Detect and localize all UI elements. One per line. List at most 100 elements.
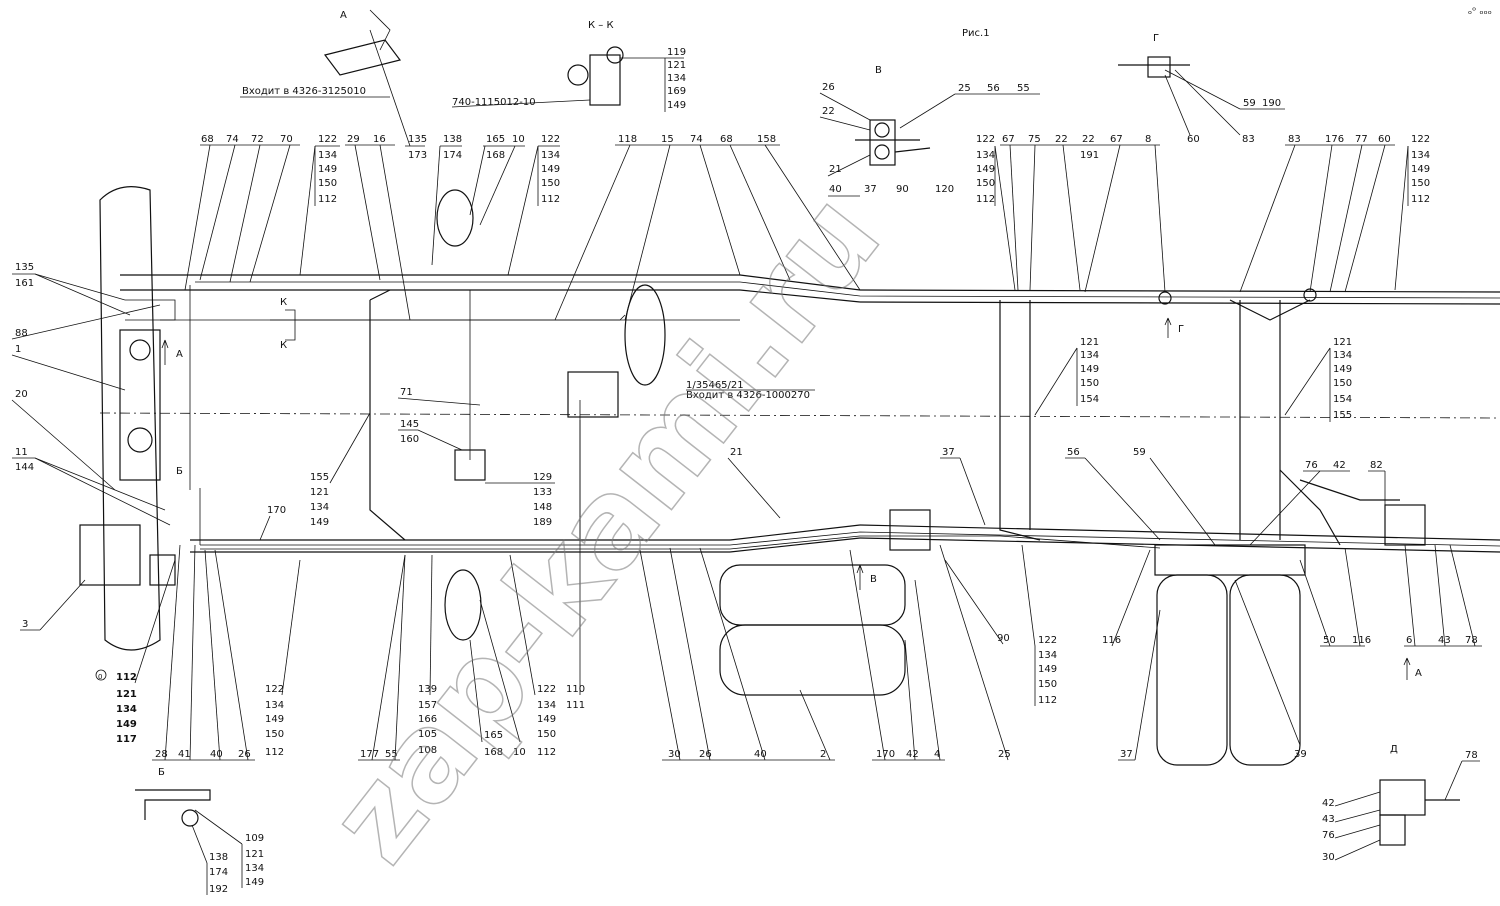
callout: 40 [754, 749, 767, 760]
callout: 134 [1080, 350, 1099, 361]
callout: 117 [116, 734, 137, 745]
stack-kk: 119 121 134 169 149 [620, 47, 686, 112]
callout: 121 [1080, 337, 1099, 348]
callout: 121 [1333, 337, 1352, 348]
view-g-inset: Г [1118, 33, 1190, 78]
callout: 149 [667, 100, 686, 111]
callout: 40 [829, 184, 842, 195]
brake-lines [189, 281, 1500, 550]
stack-122-a: 122 134 149 150 112 [299, 134, 340, 276]
callout: 26 [699, 749, 712, 760]
callout: 83 [1242, 134, 1255, 145]
callout: 22 [1082, 134, 1095, 145]
callout: 41 [178, 749, 191, 760]
callout: 105 [418, 729, 437, 740]
arrow-b-marker: Б [176, 466, 183, 477]
callout: 134 [1038, 650, 1057, 661]
callout: 10 [512, 134, 525, 145]
callout: 15 [661, 134, 674, 145]
callout: 160 [400, 434, 419, 445]
callout: 0 [98, 673, 102, 681]
callout: 74 [690, 134, 703, 145]
callout: 150 [265, 729, 284, 740]
callout: 134 [1333, 350, 1352, 361]
callout: 11 [15, 447, 28, 458]
note-part-kk: 740-1115012-10 [452, 97, 536, 108]
view-a-label: А [340, 10, 347, 21]
callout: 176 [1325, 134, 1344, 145]
callout: 112 [116, 672, 137, 683]
note-enters-b: Входит в 4326-1000270 [686, 390, 810, 401]
callout: 28 [155, 749, 168, 760]
callout: 122 [318, 134, 337, 145]
corner-mark: ₒᵒ ₒₒₒ [1468, 6, 1492, 17]
callout: 70 [280, 134, 293, 145]
callout: 120 [935, 184, 954, 195]
callout: 21 [829, 164, 842, 175]
callout: 26 [238, 749, 251, 760]
callout: 37 [1120, 749, 1133, 760]
callout: 40 [210, 749, 223, 760]
stack-121-b: 121 134 149 150 154 155 [1284, 337, 1352, 422]
callout: 68 [720, 134, 733, 145]
stack-O: 0 112 121 134 149 117 [95, 559, 176, 745]
stack-122-b: 122 134 149 150 112 [507, 134, 560, 276]
callout: 67 [1110, 134, 1123, 145]
callout: 158 [757, 134, 776, 145]
note-enters-a: Входит в 4326-3125010 [242, 86, 366, 97]
arrow-g-marker: Г [1178, 324, 1184, 335]
callout: 122 [976, 134, 995, 145]
stack-165: 165 168 10 [469, 134, 525, 226]
callout: 149 [1080, 364, 1099, 375]
callout: 149 [976, 164, 995, 175]
callout: 134 [667, 73, 686, 84]
callout: 134 [537, 700, 556, 711]
callout: 75 [1028, 134, 1041, 145]
callout: 78 [1465, 750, 1478, 761]
callout: 109 [245, 833, 264, 844]
mid-callouts: 71 145 160 155 121 134 149 129 133 148 1… [259, 387, 1386, 546]
figure-title: Рис.1 [962, 28, 990, 39]
callout: 83 [1288, 134, 1301, 145]
callout: 134 [318, 150, 337, 161]
callout: 111 [566, 700, 585, 711]
callout: 112 [1038, 695, 1057, 706]
callout: 60 [1378, 134, 1391, 145]
callout: 25 [998, 749, 1011, 760]
callout: 134 [116, 704, 137, 715]
callout: 149 [541, 164, 560, 175]
callout: 122 [265, 684, 284, 695]
view-b-label: Б [158, 767, 165, 778]
callout: 165 [486, 134, 505, 145]
callout: 138 [443, 134, 462, 145]
callout: 2 [820, 749, 826, 760]
callout: 154 [1080, 394, 1099, 405]
callout: 78 [1465, 635, 1478, 646]
callout: 166 [418, 714, 437, 725]
callout: 134 [310, 502, 329, 513]
callout: 112 [318, 194, 337, 205]
callout: 116 [1352, 635, 1371, 646]
cross-members [369, 289, 1400, 546]
callout: 165 [484, 730, 503, 741]
callout: 82 [1370, 460, 1383, 471]
view-kk-label: К – К [588, 20, 614, 31]
callout: 190 [1262, 98, 1281, 109]
callout: 135 [15, 262, 34, 273]
callout: 67 [1002, 134, 1015, 145]
callout: 50 [1323, 635, 1336, 646]
callout: 135 [408, 134, 427, 145]
callout: 56 [1067, 447, 1080, 458]
callout: 112 [537, 747, 556, 758]
callout: 76 [1305, 460, 1318, 471]
callout: 155 [310, 472, 329, 483]
callout: 116 [1102, 635, 1121, 646]
callout: 150 [537, 729, 556, 740]
callout: 170 [267, 505, 286, 516]
view-b-callouts: 109 121 134 149 138 174 192 [191, 809, 264, 895]
callout: 74 [226, 134, 239, 145]
callout: 134 [1411, 150, 1430, 161]
callout: 121 [245, 849, 264, 860]
callout: 149 [1038, 664, 1057, 675]
